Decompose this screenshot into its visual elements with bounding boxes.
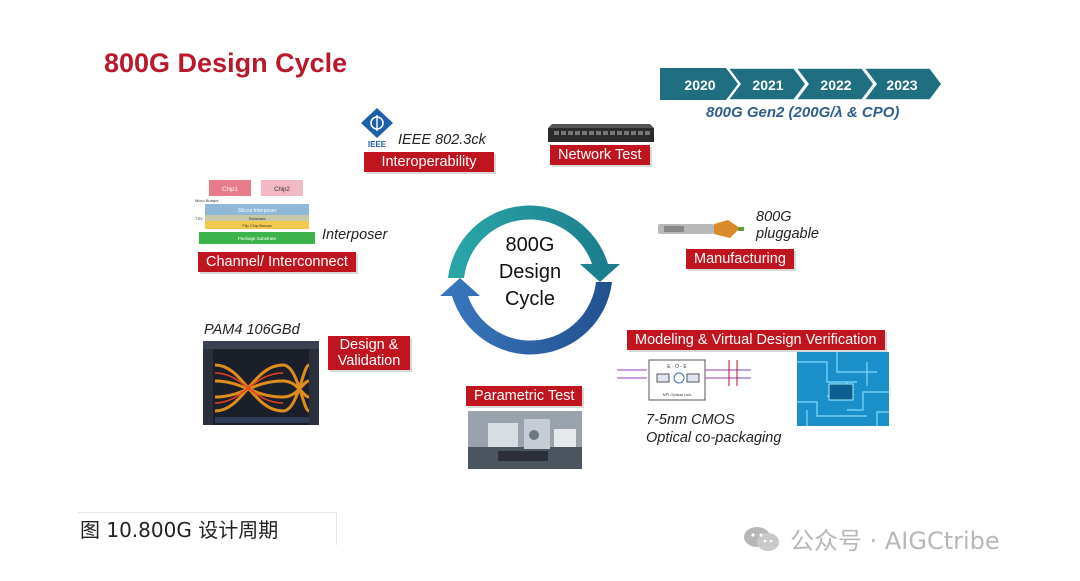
cycle-arrow-teal [448,205,620,282]
channel-interconnect-label: Channel/ Interconnect [198,252,356,272]
chip2-text: Chip2 [274,187,290,193]
network-switch-icon [548,124,654,142]
cycle-diagram [440,205,620,355]
parametric-test-label: Parametric Test [466,386,583,406]
cycle-center-text: 800G Design Cycle [485,232,575,313]
timeline: 2020 2021 2022 2023 [660,68,943,100]
slide-title: 800G Design Cycle [104,48,348,78]
micro-bumps-text: Micro Bumps [195,198,218,203]
design-validation-line-1: Design & [339,337,399,353]
package-substrate-text: Package Substrate [238,236,277,241]
cmos-line-1: 7-5nm CMOS [646,412,735,428]
silicon-interposer-text: Silicon Interposer [238,208,277,214]
cycle-line-2: Design [498,261,562,283]
network-test-label: Network Test [550,145,650,165]
cmos-label: 7-5nm CMOS Optical co-packaging [646,411,781,447]
cmos-line-2: Optical co-packaging [646,430,782,446]
eye-diagram-image [203,341,319,425]
design-validation-label: Design & Validation [328,336,410,370]
substrate-text: Substrate [248,216,266,221]
year-2022: 2022 [820,77,851,93]
cycle-arrow-blue [440,278,612,355]
ieee-logo-icon: IEEE [361,108,393,148]
interposer-label: Interposer [322,227,388,243]
year-2023: 2023 [886,77,917,93]
eoe-schematic: E - O - E NPI Optical Link [617,359,751,401]
interposer-diagram: Chip1 Chip2 Micro Bumps Silicon Interpos… [195,180,315,244]
eoe-text: E - O - E [667,364,687,370]
gen2-label: 800G Gen2 (200G/λ & CPO) [706,104,900,121]
modeling-verification-label: Modeling & Virtual Design Verification [627,330,885,350]
pluggable-module-icon [658,220,744,238]
optical-link-text: NPI Optical Link [663,392,692,397]
cycle-line-3: Cycle [504,288,555,310]
ieee-label: IEEE 802.3ck [398,132,486,148]
cycle-line-1: 800G [505,234,555,256]
interoperability-label: Interoperability [364,152,494,172]
figure-caption: 图 10.800G 设计周期 [78,512,337,545]
year-2021: 2021 [752,77,783,93]
manufacturing-label: Manufacturing [686,249,794,269]
pluggable-line-2: pluggable [756,226,819,242]
parametric-test-photo [468,411,582,469]
pluggable-label: 800G pluggable [756,209,819,243]
pluggable-line-1: 800G [756,209,792,225]
ieee-logo-text: IEEE [368,140,387,148]
year-2020: 2020 [684,77,715,93]
design-validation-line-2: Validation [337,353,401,369]
watermark: 公众号 · AIGCtribe [790,527,1000,555]
tsv-text: TSV [195,216,203,221]
wechat-icon [744,527,779,551]
chip1-text: Chip1 [222,187,238,193]
circuit-board-image [797,352,889,426]
flip-chip-text: Flip Chip Bumps [242,223,271,228]
pam4-label: PAM4 106GBd [204,322,300,338]
